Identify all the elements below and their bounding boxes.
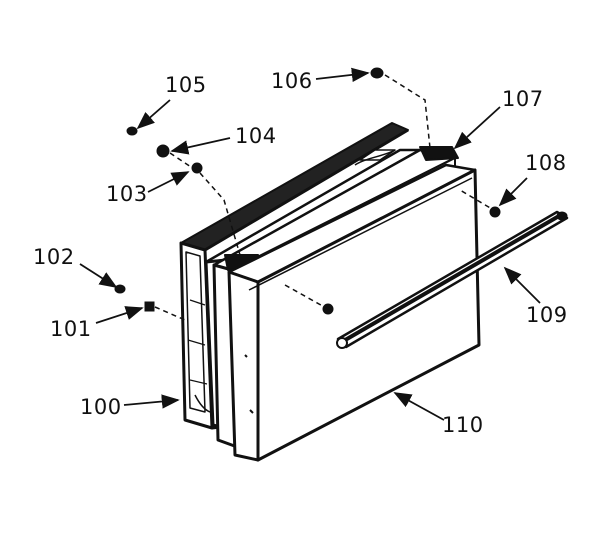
callout-109: 109 xyxy=(526,303,568,327)
callout-108: 108 xyxy=(525,151,567,175)
screw-105 xyxy=(126,126,138,136)
screw-106 xyxy=(370,67,384,79)
leader-arrows xyxy=(79,67,541,421)
callout-102: 102 xyxy=(33,245,75,269)
screw-102 xyxy=(114,284,126,294)
fasteners xyxy=(114,67,501,315)
assembly-lines xyxy=(154,74,498,321)
callout-106: 106 xyxy=(271,69,313,93)
screw-104 xyxy=(156,144,170,158)
callout-107: 107 xyxy=(502,87,544,111)
callout-104: 104 xyxy=(235,124,277,148)
callout-103: 103 xyxy=(106,182,148,206)
screw-103 xyxy=(191,162,203,174)
outer-door-panel xyxy=(227,163,481,462)
screw-108 xyxy=(489,206,501,218)
door-handle xyxy=(336,210,569,349)
callout-labels: 105 104 103 102 101 100 106 107 108 109 … xyxy=(33,69,568,437)
door-gasket-frame xyxy=(179,122,409,430)
callout-101: 101 xyxy=(50,317,92,341)
callout-105: 105 xyxy=(165,73,207,97)
screw-101 xyxy=(144,301,155,312)
callout-100: 100 xyxy=(80,395,122,419)
callout-110: 110 xyxy=(442,413,484,437)
